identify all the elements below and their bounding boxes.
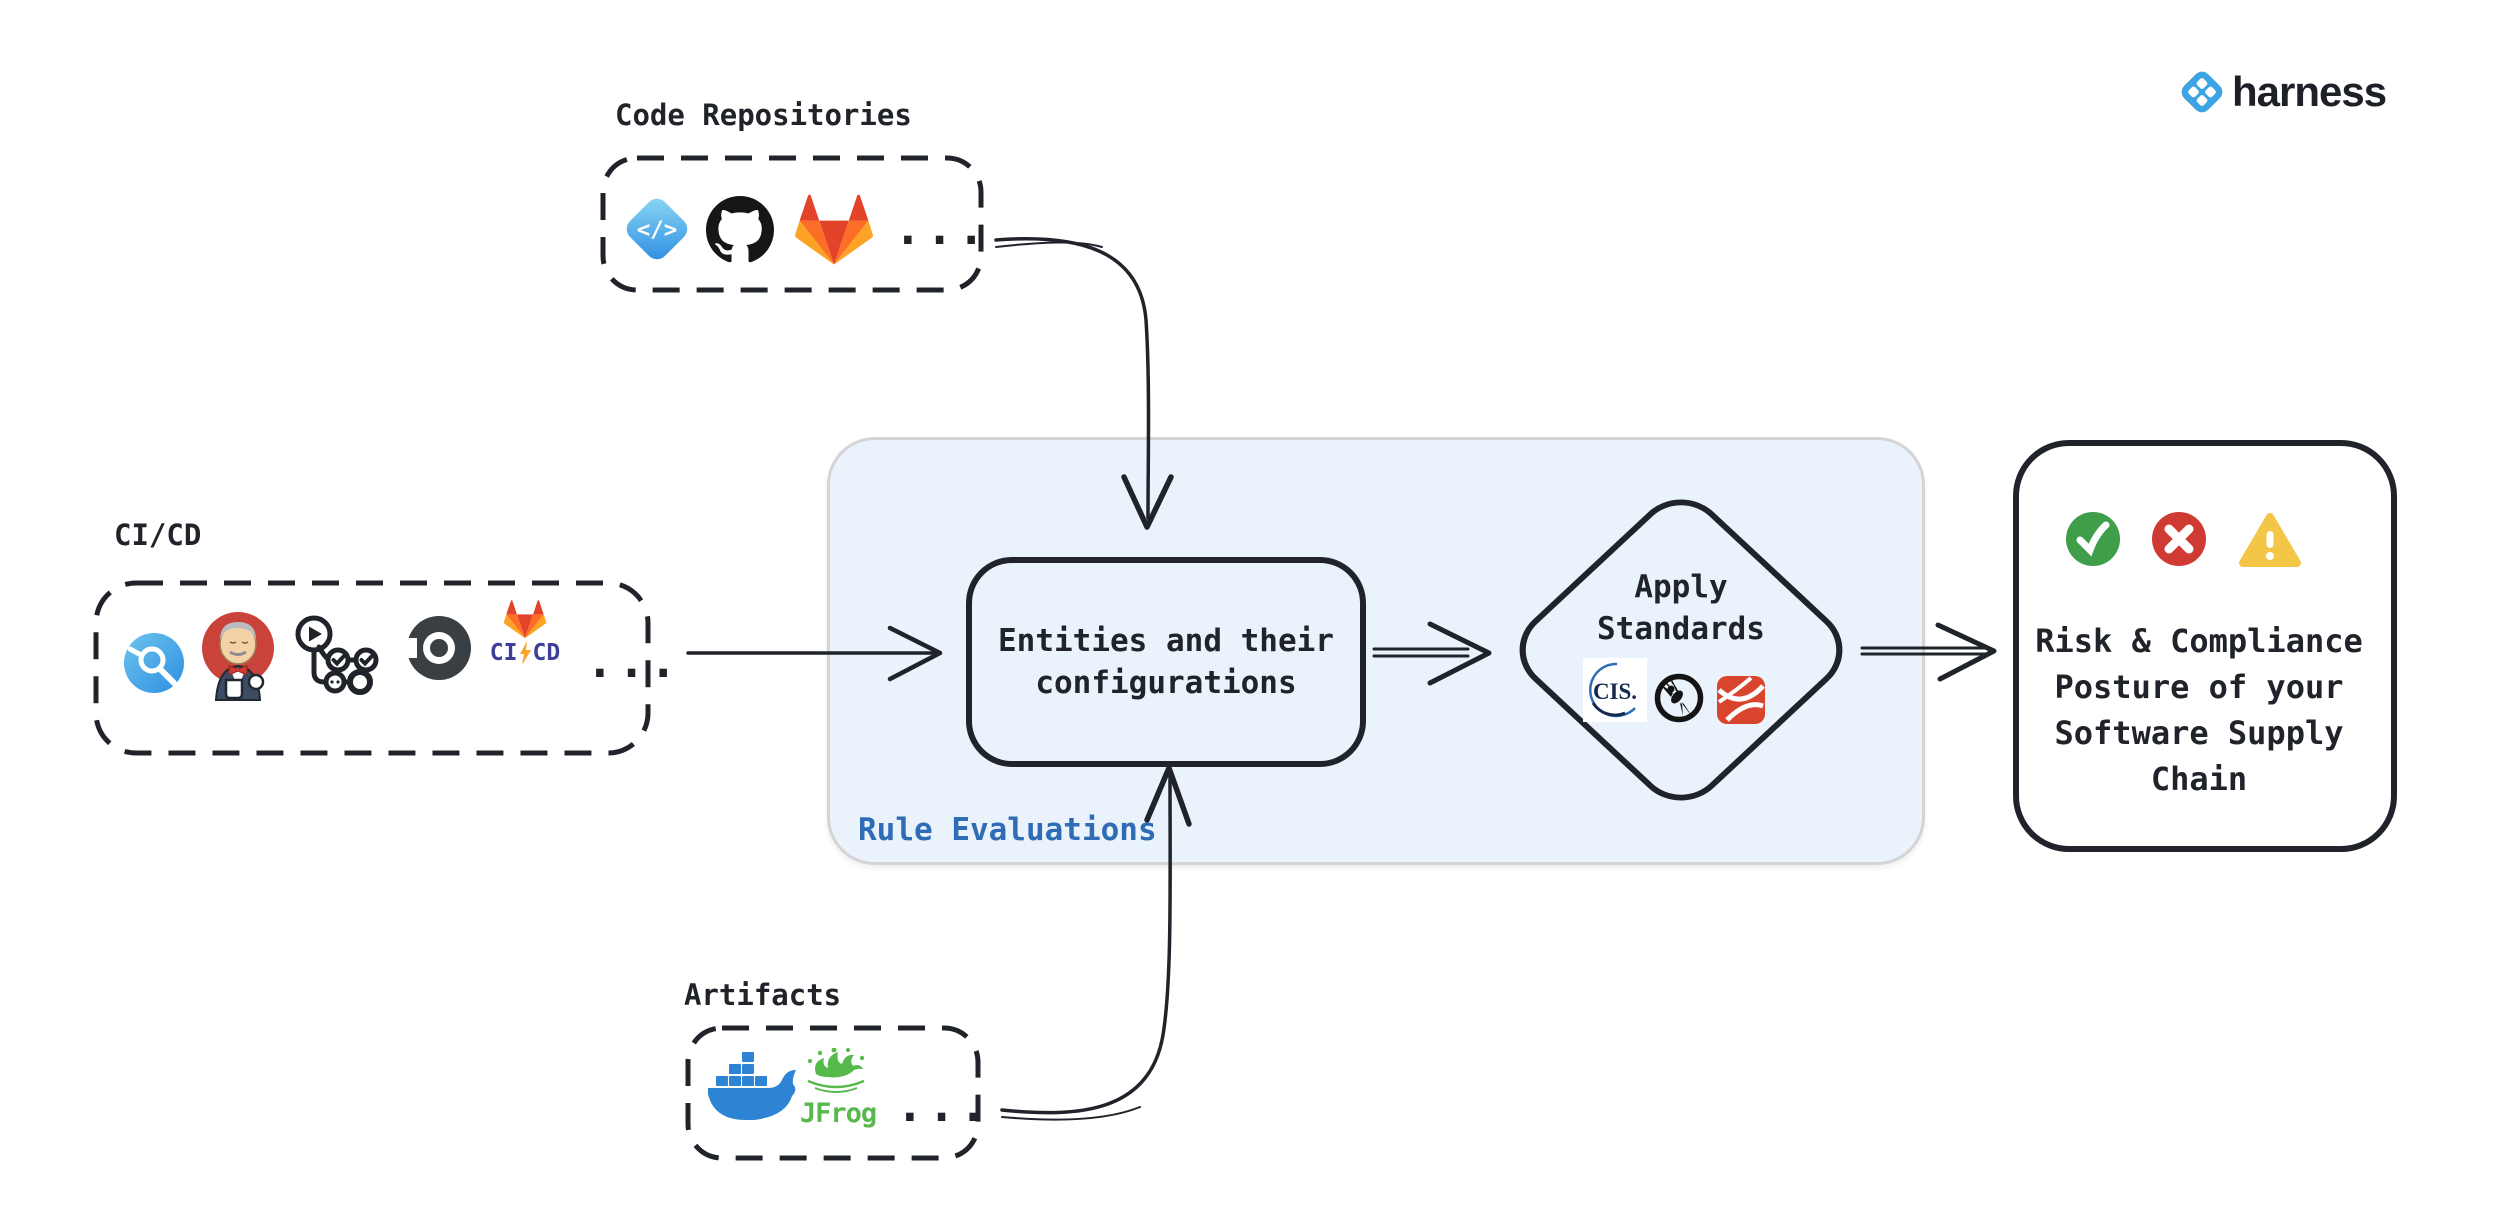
gitlab-icon [794, 194, 874, 268]
outcome-box [2013, 440, 2397, 852]
arrow-code-to-entities [994, 237, 1174, 530]
arrow-apply-to-outcome [1860, 622, 1997, 682]
outcome-text: Risk & Compliance Posture of your Softwa… [2035, 622, 2363, 798]
gitlab-cicd-text: CI CD [489, 640, 561, 666]
github-actions-icon [290, 612, 382, 704]
arrow-cicd-to-entities [686, 625, 943, 682]
apply-standards-text: Apply Standards [1597, 569, 1765, 647]
harness-code-icon: </> [622, 194, 692, 264]
svg-text:</>: </> [637, 217, 678, 243]
cis-icon: CIS. [1583, 658, 1647, 722]
entities-node: Entities and their configurations [966, 557, 1366, 767]
artifacts-label: Artifacts [684, 978, 842, 1012]
circleci-icon [404, 613, 474, 683]
harness-logo: harness [2178, 68, 2387, 116]
code-repositories-ellipsis: ... [894, 201, 990, 255]
arrow-entities-to-apply [1372, 621, 1492, 686]
code-repositories-label: Code Repositories [615, 98, 912, 132]
rule-evaluations-label: Rule Evaluations [858, 812, 1157, 848]
red-standard-icon [1717, 676, 1765, 724]
harness-ci-icon [122, 631, 186, 695]
svg-text:CIS.: CIS. [1593, 679, 1637, 704]
pass-check-icon [2064, 510, 2122, 568]
github-icon [706, 196, 774, 264]
owasp-icon [1653, 672, 1705, 724]
jfrog-icon: JFrog [798, 1048, 878, 1129]
code-repositories-box [600, 155, 984, 293]
artifacts-box [685, 1025, 981, 1161]
fail-cross-icon [2150, 510, 2208, 568]
cicd-ellipsis: ... [586, 634, 682, 688]
docker-icon [702, 1050, 798, 1126]
cicd-box [93, 580, 651, 756]
jenkins-icon [196, 608, 280, 704]
harness-logo-icon [2181, 71, 2223, 113]
entities-node-text: Entities and their configurations [998, 623, 1334, 701]
harness-wordmark: harness [2232, 68, 2387, 115]
jfrog-label: JFrog [799, 1098, 877, 1129]
artifacts-ellipsis: ... [896, 1078, 992, 1132]
arrow-artifacts-to-entities [1000, 765, 1192, 1121]
apply-standards-diamond [1519, 499, 1843, 801]
gitlab-cicd-icon: CI CD [486, 600, 564, 666]
warning-triangle-icon [2238, 512, 2302, 570]
cicd-label: CI/CD [114, 518, 202, 552]
lightning-bolt-icon [519, 641, 531, 665]
rule-evaluations-container [827, 437, 1925, 865]
